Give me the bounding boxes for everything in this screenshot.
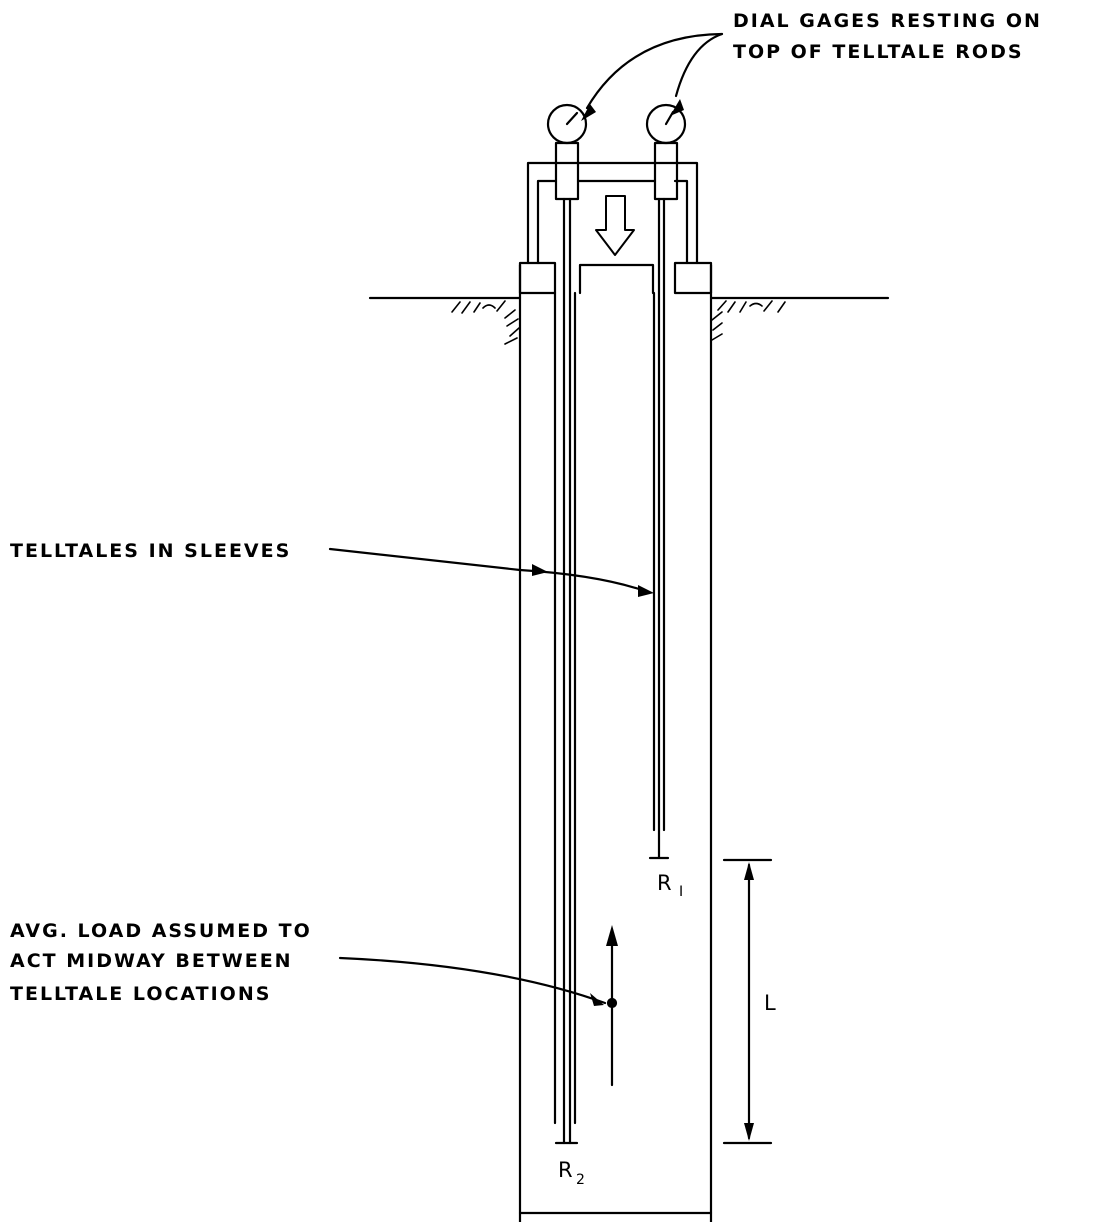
dial-gages-label-line2: TOP OF TELLTALE RODS bbox=[733, 41, 1024, 63]
telltale-rod-r2 bbox=[554, 197, 579, 1145]
r2-label: R 2 bbox=[558, 1158, 585, 1188]
dial-gage-left bbox=[546, 103, 588, 201]
pile-cap-left bbox=[518, 261, 557, 295]
load-arrow bbox=[595, 195, 635, 256]
pile-cap-right bbox=[673, 261, 713, 295]
avg-load-label-line2: ACT MIDWAY BETWEEN bbox=[10, 950, 293, 972]
length-label: L bbox=[764, 991, 776, 1015]
avg-load-label-line1: AVG. LOAD ASSUMED TO bbox=[10, 920, 312, 942]
telltales-label: TELLTALES IN SLEEVES bbox=[10, 540, 291, 562]
dial-gage-right bbox=[645, 103, 687, 201]
reference-beam bbox=[526, 161, 699, 265]
ground-surface bbox=[368, 296, 890, 345]
dimension-length bbox=[722, 858, 773, 1145]
dial-gage-leader bbox=[585, 32, 724, 110]
avg-load-label-line3: TELLTALE LOCATIONS bbox=[10, 983, 271, 1005]
dial-gages-label-line1: DIAL GAGES RESTING ON bbox=[733, 10, 1042, 32]
r1-label-main: R bbox=[657, 871, 672, 895]
avg-load-leader bbox=[338, 956, 607, 1005]
pile bbox=[518, 261, 713, 1222]
r1-label: R I bbox=[657, 871, 683, 900]
telltales-leader bbox=[328, 547, 650, 594]
r1-label-sub: I bbox=[679, 884, 683, 900]
telltale-rod-r1 bbox=[648, 197, 670, 860]
r2-label-sub: 2 bbox=[576, 1172, 585, 1188]
average-load-arrow bbox=[606, 943, 618, 1087]
r2-label-main: R bbox=[558, 1158, 573, 1182]
